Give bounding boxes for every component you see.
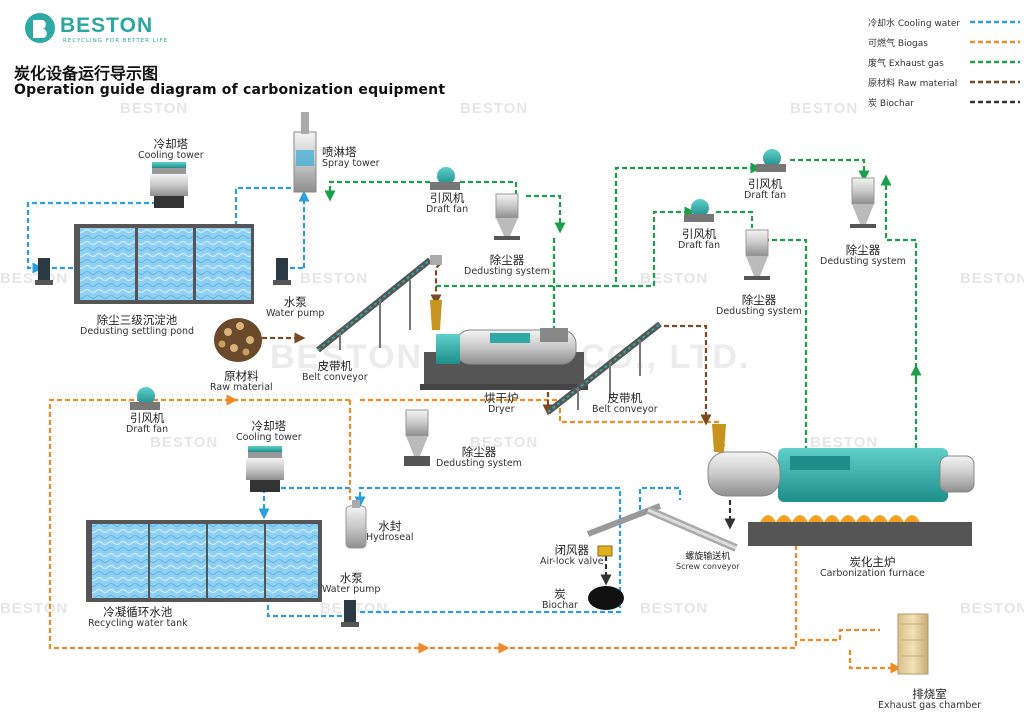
draft-fan-icon xyxy=(430,167,460,190)
brand-name: BESTON xyxy=(60,14,154,37)
watermark: BESTON xyxy=(470,434,539,451)
water-pump-icon xyxy=(273,258,291,285)
spray-tower xyxy=(293,112,317,193)
title-english: Operation guide diagram of carbonization… xyxy=(14,82,446,98)
watermark: BESTON xyxy=(120,100,189,117)
legend-item-exhaust-gas: 废气 Exhaust gas xyxy=(868,59,1020,69)
dedusting-system-icon xyxy=(494,193,520,240)
watermark: BESTON xyxy=(790,100,859,117)
draft-fan-icon xyxy=(684,199,714,222)
brand-tagline: RECYCLING FOR BETTER LIFE xyxy=(63,38,169,44)
watermark: BESTON xyxy=(150,434,219,451)
watermark: BESTON xyxy=(810,434,879,451)
biochar-pile xyxy=(588,586,624,610)
watermark: BESTON xyxy=(300,270,369,287)
legend-item-biogas: 可燃气 Biogas xyxy=(868,39,1020,49)
dedusting-system-icon xyxy=(404,409,430,466)
watermark: BESTON xyxy=(640,600,709,617)
draft-fan-icon xyxy=(756,149,786,172)
water-pump-icon xyxy=(341,600,359,627)
raw-material-pile xyxy=(214,318,262,362)
belt-conveyor-1 xyxy=(316,255,442,353)
biochar-lines xyxy=(600,500,736,586)
water-pump-icon xyxy=(35,258,53,285)
legend-item-biochar: 炭 Biochar xyxy=(868,99,1020,109)
dedusting-system-icon xyxy=(850,177,876,228)
exhaust-gas-chamber xyxy=(897,613,929,675)
watermark: BESTON xyxy=(460,100,529,117)
legend-item-cooling-water: 冷却水 Cooling water xyxy=(868,19,1020,29)
legend-item-raw-material: 原材料 Raw material xyxy=(868,79,1020,89)
settling-pond xyxy=(74,224,254,304)
hydroseal-tank xyxy=(345,500,367,549)
watermark: BESTON xyxy=(960,600,1024,617)
carbonization-furnace xyxy=(707,424,975,546)
recycling-water-tank xyxy=(86,520,322,602)
screw-conveyor xyxy=(586,503,738,552)
draft-fan-icon xyxy=(130,387,160,410)
legend: 冷却水 Cooling water 可燃气 Biogas 废气 Exhaust … xyxy=(868,14,1020,114)
beston-logo-icon xyxy=(25,13,55,43)
cooling-water-lines xyxy=(26,186,682,618)
dryer-unit xyxy=(420,300,588,390)
belt-conveyor-2 xyxy=(546,321,662,415)
cooling-tower-bottom xyxy=(246,446,284,492)
dedusting-system-icon xyxy=(744,229,770,280)
air-lock-valve-icon xyxy=(597,545,613,557)
title-chinese: 炭化设备运行导示图 xyxy=(14,64,159,83)
exhaust-gas-lines xyxy=(324,158,922,448)
cooling-tower-top xyxy=(150,162,188,208)
watermark: BESTON xyxy=(960,270,1024,287)
watermark: BESTON xyxy=(640,270,709,287)
